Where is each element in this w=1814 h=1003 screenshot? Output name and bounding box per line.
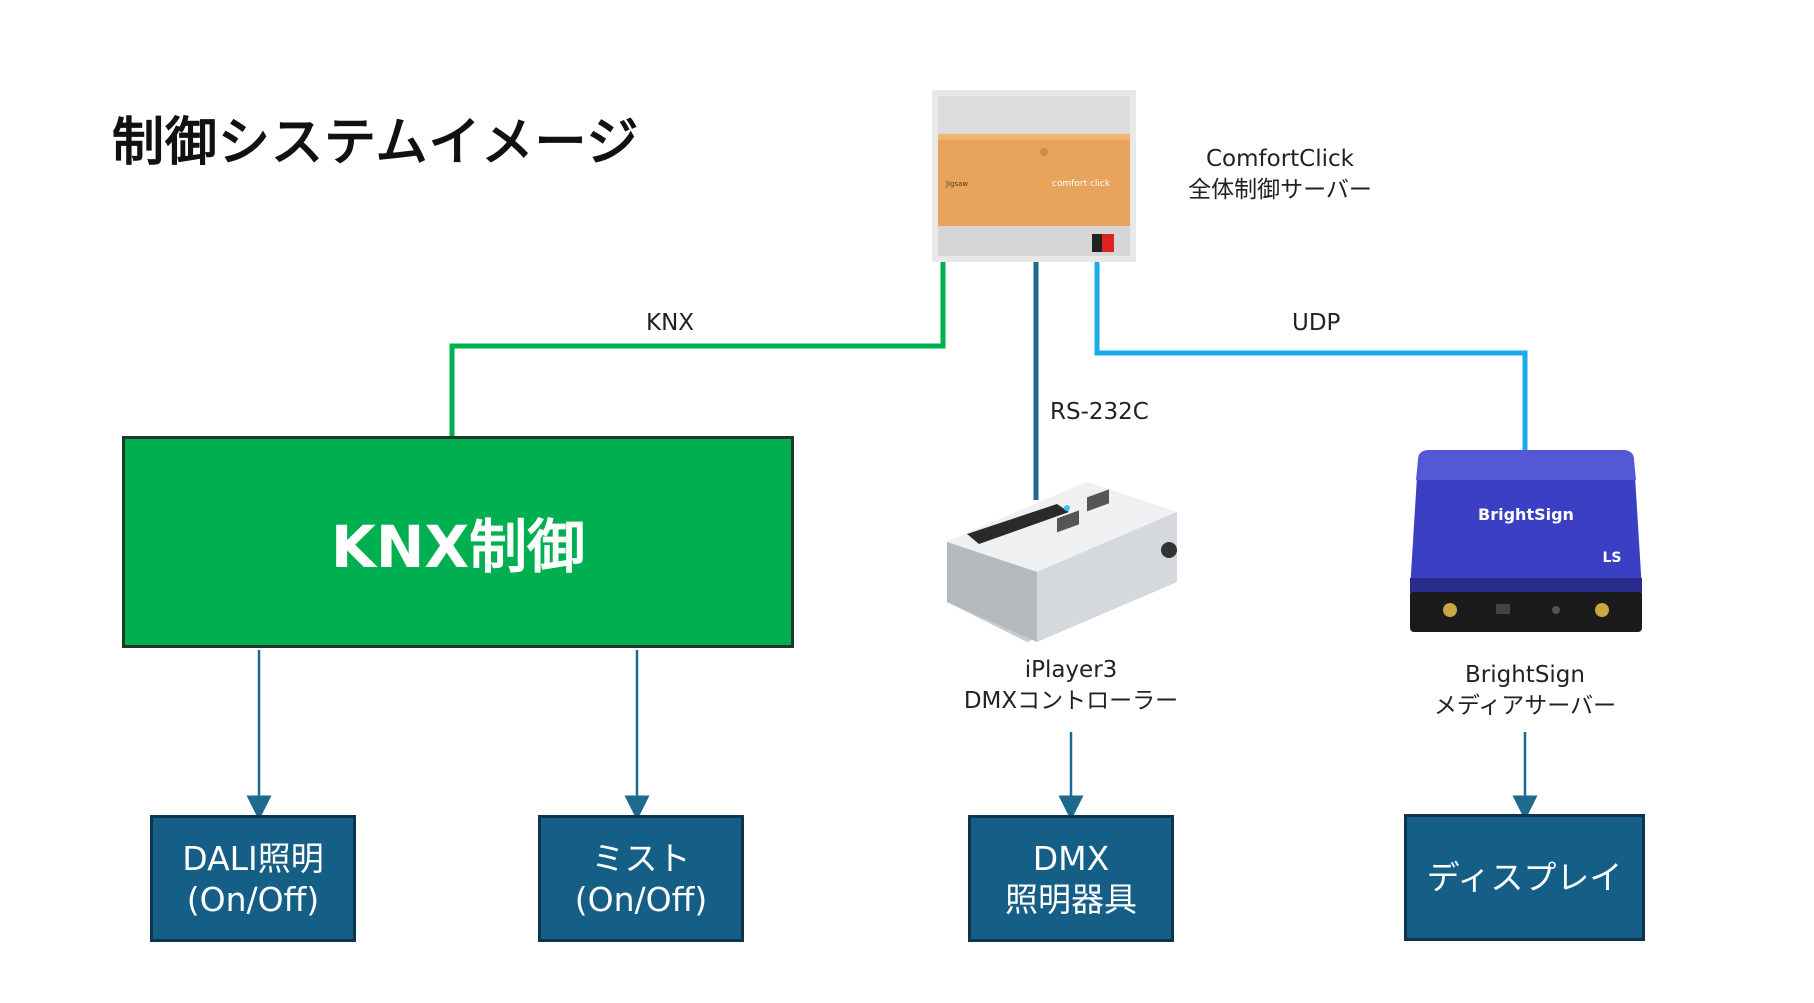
iplayer3-device-image [947, 482, 1177, 642]
diagram-title: 制御システムイメージ [112, 113, 640, 173]
dali-lighting-line1: DALI照明 [182, 838, 324, 878]
rs232c-connection-label: RS-232C [1050, 399, 1149, 425]
server-name: ComfortClick [1206, 146, 1354, 172]
udp-line [1094, 260, 1528, 450]
brightsign-model: LS [1602, 550, 1621, 566]
dmx-fixtures-box: DMX 照明器具 [968, 815, 1174, 942]
media-server-name: BrightSign [1465, 662, 1585, 688]
display-line1: ディスプレイ [1426, 858, 1623, 897]
dmx-controller-name: iPlayer3 [1024, 657, 1118, 683]
mist-line2: (On/Off) [574, 879, 708, 919]
knx-connection-label: KNX [646, 310, 695, 336]
mist-box: ミスト (On/Off) [538, 815, 744, 942]
knx-line [449, 260, 946, 436]
dmx-fixtures-line1: DMX [1032, 838, 1110, 878]
comfortclick-server-image: comfort click Jigsaw [932, 90, 1136, 262]
knx-control-label: KNX制御 [330, 513, 586, 581]
dali-lighting-line2: (On/Off) [186, 879, 320, 919]
knx-control-block: KNX制御 [122, 436, 794, 648]
udp-connection-label: UDP [1292, 310, 1341, 336]
brightsign-logo: BrightSign [1478, 505, 1574, 524]
media-server-desc: メディアサーバー [1433, 693, 1617, 719]
mist-line1: ミスト [591, 838, 691, 878]
dmx-controller-desc: DMXコントローラー [963, 688, 1179, 714]
server-desc: 全体制御サーバー [1188, 177, 1372, 203]
display-box: ディスプレイ [1404, 814, 1645, 941]
server-panel-brand: comfort click [1052, 179, 1111, 189]
brightsign-device-image: BrightSign LS [1410, 450, 1642, 632]
dmx-fixtures-line2: 照明器具 [1005, 879, 1137, 919]
server-panel-sub: Jigsaw [945, 180, 968, 188]
dali-lighting-box: DALI照明 (On/Off) [150, 815, 356, 942]
